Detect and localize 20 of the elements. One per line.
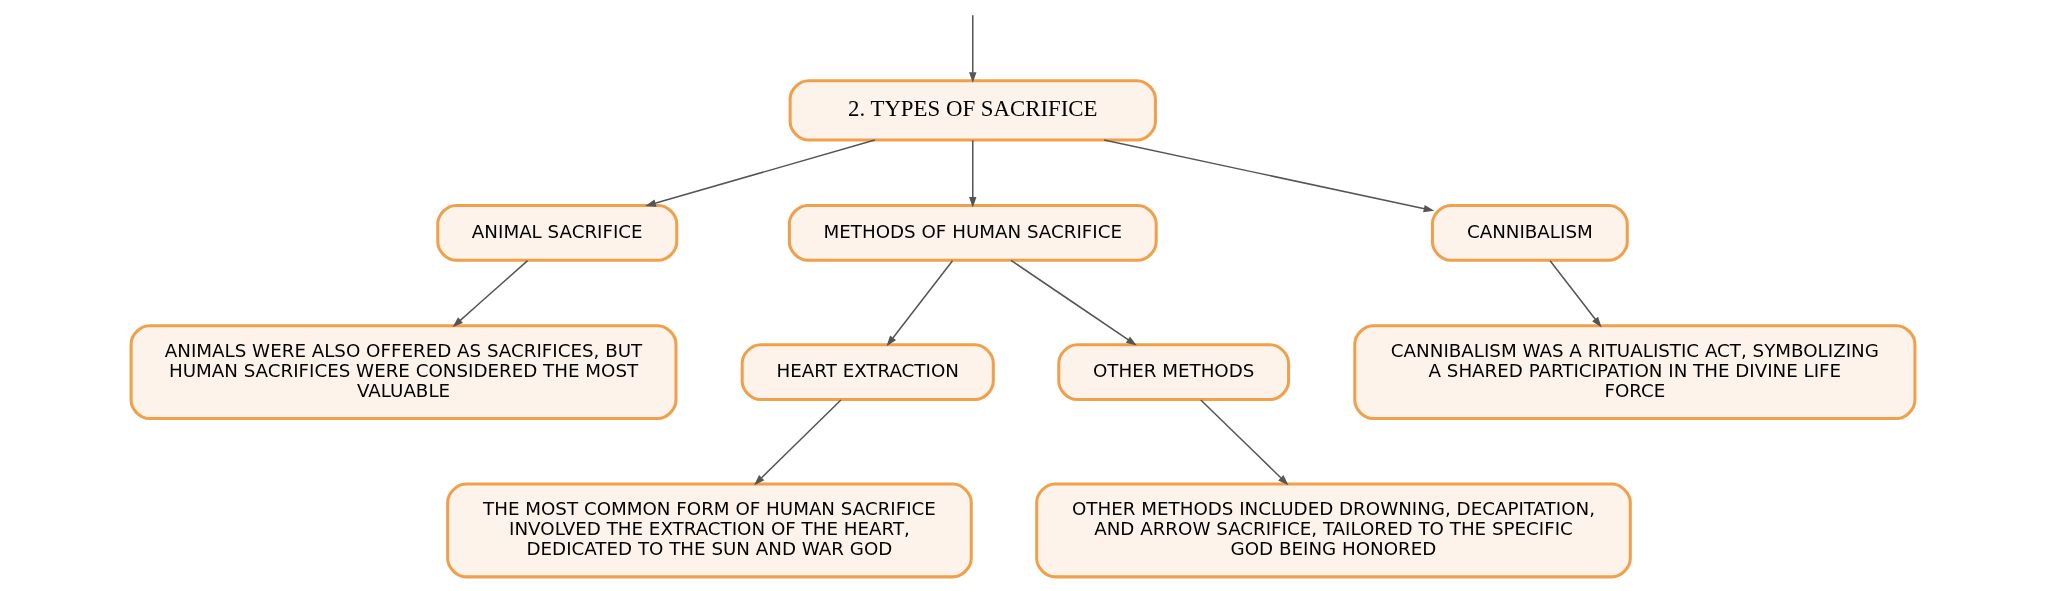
- node-box: HEART EXTRACTION: [740, 343, 995, 402]
- node-box: OTHER METHODS INCLUDED DROWNING, DECAPITATION, AND ARROW SACRIFICE, TAILORED TO THE SPECIFIC GOD BEING HONORED: [1035, 482, 1632, 579]
- arrow: [754, 399, 842, 486]
- node-box: ANIMAL SACRIFICE: [436, 203, 679, 262]
- node-box: OTHER METHODS: [1057, 343, 1291, 402]
- arrow: [645, 139, 876, 207]
- arrow: [1010, 259, 1137, 346]
- arrow: [1200, 399, 1289, 486]
- node-box: THE MOST COMMON FORM OF HUMAN SACRIFICE INVOLVED THE EXTRACTION OF THE HEART, DEDICATED TO THE SUN AND WAR GOD: [446, 482, 973, 579]
- arrow: [1103, 139, 1435, 213]
- node-box: METHODS OF HUMAN SACRIFICE: [787, 203, 1158, 262]
- arrow: [886, 259, 954, 347]
- arrow: [1549, 259, 1602, 328]
- arrow: [452, 259, 529, 328]
- arrow: [969, 14, 977, 83]
- arrow: [969, 139, 977, 208]
- node-box: CANNIBALISM: [1430, 203, 1629, 262]
- node-box: ANIMALS WERE ALSO OFFERED AS SACRIFICES, BUT HUMAN SACRIFICES WERE CONSIDERED THE MOST VALUABLE: [129, 324, 678, 421]
- node-box: 2. TYPES OF SACRIFICE: [788, 79, 1157, 142]
- node-box: CANNIBALISM WAS A RITUALISTIC ACT, SYMBOLIZING A SHARED PARTICIPATION IN THE DIVINE LIFE FORCE: [1353, 324, 1917, 421]
